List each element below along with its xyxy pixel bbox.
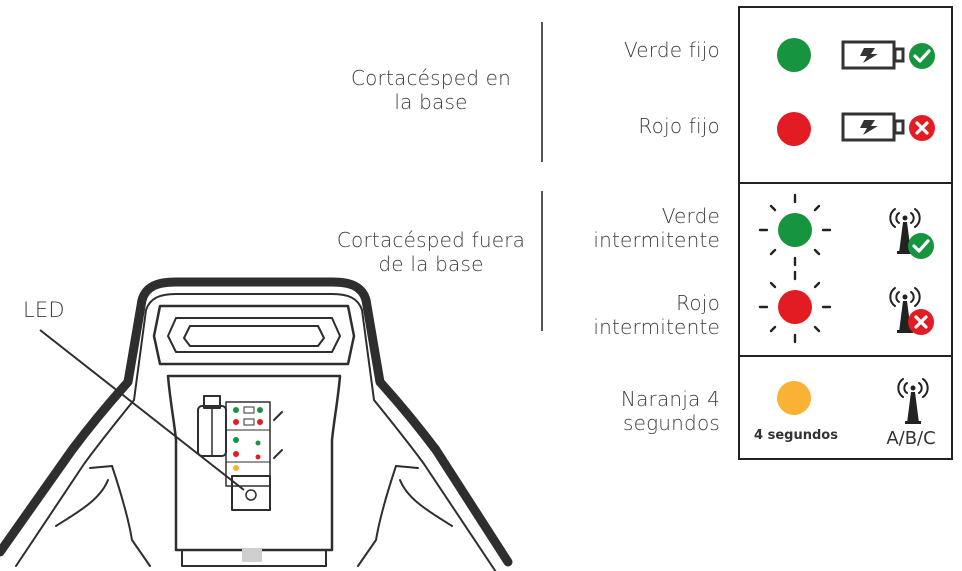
group-label-undocked: Cortacésped fuera de la base xyxy=(300,228,562,276)
orange-duration-caption: 4 segundos xyxy=(754,428,838,443)
state-label-green-solid: Verde fijo xyxy=(623,38,720,62)
orange-channel-caption: A/B/C xyxy=(886,428,936,449)
group-label-undocked-line2: de la base xyxy=(378,252,484,276)
state-label-red-blink-line2: intermitente xyxy=(593,315,720,339)
check-circle-icon xyxy=(908,233,934,259)
x-circle-icon xyxy=(909,115,935,141)
led-callout-label: LED xyxy=(23,298,65,322)
green-solid-led-icon xyxy=(777,38,811,72)
legend-divider-2 xyxy=(738,355,953,357)
group-label-docked: Cortacésped en la base xyxy=(318,66,544,114)
state-label-green-blink-line2: intermitente xyxy=(593,228,720,252)
legend-divider-1 xyxy=(738,182,953,184)
green-blink-led-icon xyxy=(758,193,832,267)
mower-rear-illustration xyxy=(0,277,513,571)
check-circle-icon xyxy=(909,43,935,69)
state-label-red-solid: Rojo fijo xyxy=(638,114,720,138)
battery-error-icon xyxy=(841,112,935,142)
state-label-green-blink-line1: Verde xyxy=(661,204,720,228)
group-label-docked-line1: Cortacésped en xyxy=(350,66,512,90)
antenna-error-icon xyxy=(889,287,934,335)
group-label-docked-line2: la base xyxy=(394,90,468,114)
state-label-red-blink: Rojo intermitente xyxy=(560,291,720,339)
state-label-orange: Naranja 4 segundos xyxy=(560,387,720,435)
green-led-fill xyxy=(777,38,811,72)
battery-charging-icon xyxy=(841,40,935,70)
red-blink-led-icon xyxy=(758,270,832,344)
x-circle-icon xyxy=(908,309,934,335)
red-solid-led-icon xyxy=(777,112,811,146)
state-label-red-blink-line1: Rojo xyxy=(676,291,720,315)
state-label-orange-line2: segundos xyxy=(622,411,720,435)
antenna-signal-icon xyxy=(897,378,929,424)
antenna-ok-icon xyxy=(889,208,934,259)
red-led-fill xyxy=(777,112,811,146)
state-label-green-blink: Verde intermitente xyxy=(560,204,720,252)
state-label-orange-line1: Naranja 4 xyxy=(620,387,720,411)
legend-panel xyxy=(738,6,953,460)
orange-led-icon xyxy=(777,381,811,415)
divider-docked xyxy=(541,22,543,162)
divider-undocked xyxy=(541,191,543,331)
group-label-undocked-line1: Cortacésped fuera xyxy=(336,228,526,252)
